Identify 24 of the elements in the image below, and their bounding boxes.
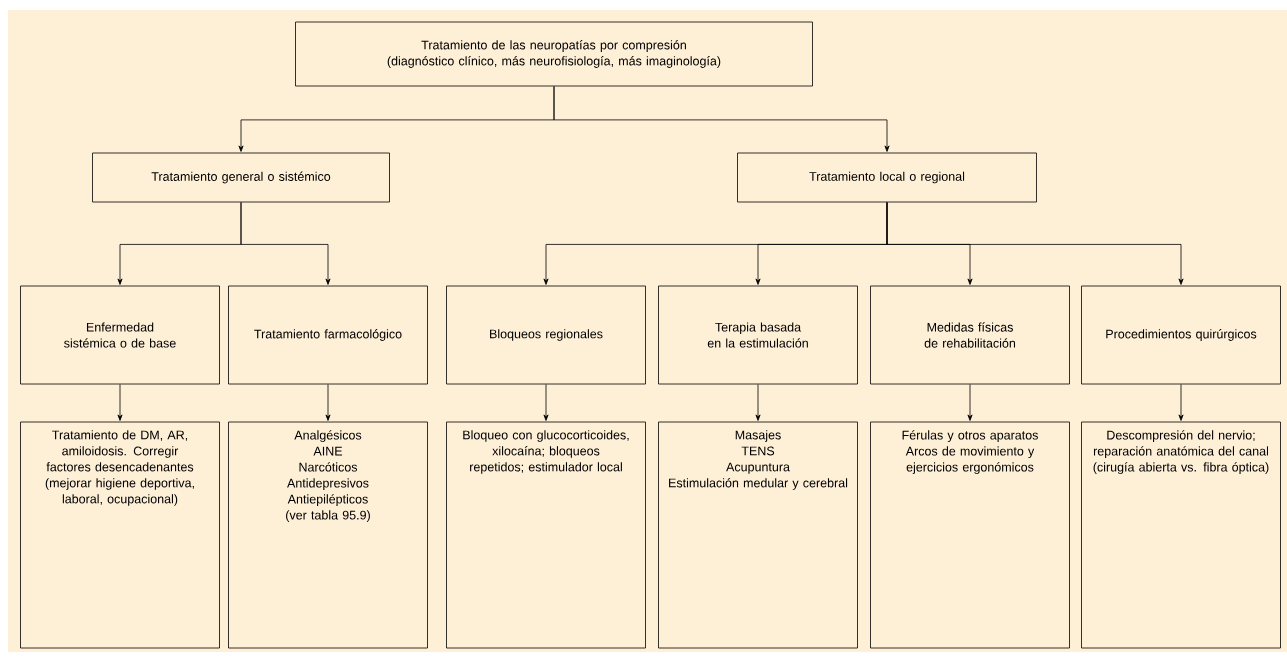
arrow <box>325 384 331 421</box>
process-box: Tratamiento farmacológico <box>228 285 428 385</box>
process-box: Bloqueos regionales <box>446 285 646 385</box>
process-box: Férulas y otros aparatos Arcos de movimiento y ejercicios ergonómicos <box>870 421 1070 649</box>
process-box: Tratamiento de las neuropatías por compresión (diagnóstico clínico, más neurofisiología, más imaginología) <box>295 21 813 87</box>
process-box: Analgésicos AINE Narcóticos Antidepresivos Antiepilépticos (ver tabla 95.9) <box>228 421 428 649</box>
arrow <box>755 384 761 421</box>
process-box: Terapia basada en la estimulación <box>658 285 858 385</box>
arrow <box>543 384 549 421</box>
process-box: Tratamiento general o sistémico <box>92 152 390 203</box>
process-box: Tratamiento local o regional <box>737 152 1037 203</box>
arrow <box>886 202 1184 285</box>
process-box: Procedimientos quirúrgicos <box>1081 285 1281 385</box>
process-box: Tratamiento de DM, AR, amiloidosis. Corregir factores desencadenantes (mejorar higiene deportiva, laboral, ocupacional) <box>20 421 220 649</box>
process-box: Masajes TENS Acupuntura Estimulación medular y cerebral <box>658 421 858 649</box>
arrow <box>240 202 331 285</box>
arrow <box>1178 384 1184 421</box>
process-box: Descompresión del nervio; reparación anatómica del canal (cirugía abierta vs. fibra óptica) <box>1081 421 1281 649</box>
process-box: Bloqueo con glucocorticoides, xilocaína; bloqueos repetidos; estimulador local <box>446 421 646 649</box>
arrow <box>117 384 123 421</box>
process-box: Enfermedad sistémica o de base <box>20 285 220 385</box>
arrow <box>967 384 973 421</box>
arrow <box>553 86 890 152</box>
process-box: Medidas físicas de rehabilitación <box>870 285 1070 385</box>
